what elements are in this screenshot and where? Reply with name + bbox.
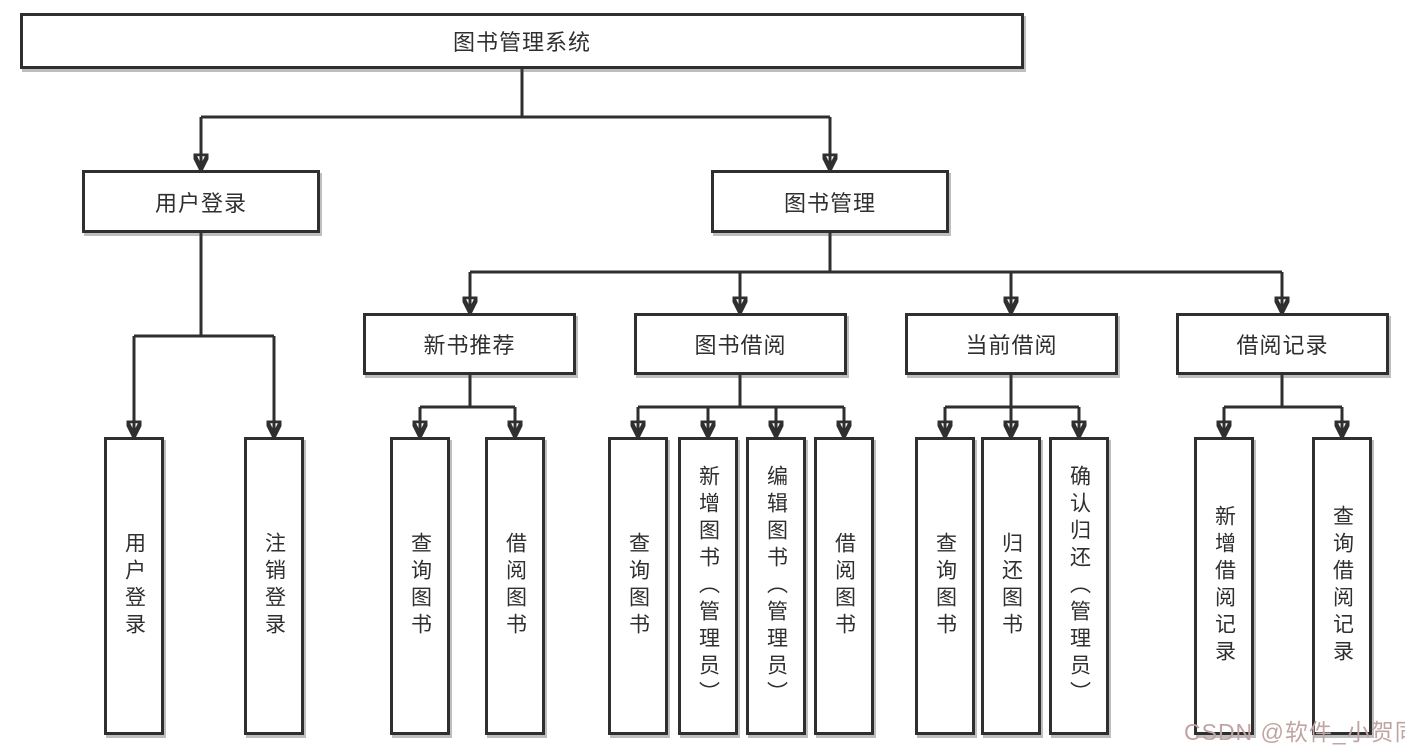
node-root: 图书管理系统 (20, 13, 1024, 69)
node-user-login: 用户登录 (82, 170, 320, 233)
leaf-current-return-books: 归还图书 (981, 437, 1041, 735)
leaf-borrow-borrow-books: 借阅图书 (814, 437, 874, 735)
node-book-management: 图书管理 (711, 170, 949, 233)
leaf-current-return-books-label: 归还图书 (999, 532, 1023, 640)
leaf-records-query-record: 查询借阅记录 (1312, 437, 1372, 735)
leaf-user-login: 用户登录 (104, 437, 164, 735)
node-borrow-records-label: 借阅记录 (1236, 333, 1329, 358)
node-book-borrow: 图书借阅 (634, 313, 847, 375)
csdn-watermark: CSDN @软件_小贺同学 (1184, 719, 1405, 745)
connector-new-book-recommend-to-leaves (420, 375, 515, 433)
leaf-logout-label: 注销登录 (262, 532, 286, 640)
leaf-recommend-query-books-label: 查询图书 (408, 532, 432, 640)
node-new-book-recommend: 新书推荐 (363, 313, 576, 375)
leaf-records-add-record: 新增借阅记录 (1194, 437, 1254, 735)
leaf-recommend-borrow-books-label: 借阅图书 (503, 532, 527, 640)
node-book-borrow-label: 图书借阅 (694, 333, 787, 358)
leaf-records-query-record-label: 查询借阅记录 (1330, 505, 1354, 667)
node-borrow-records: 借阅记录 (1176, 313, 1389, 375)
leaf-borrow-edit-books-admin-label: 编辑图书（管理员） (764, 464, 788, 708)
leaf-borrow-add-books-admin: 新增图书（管理员） (678, 437, 738, 735)
leaf-current-query-books: 查询图书 (915, 437, 975, 735)
connector-book-borrow-to-leaves (638, 375, 844, 433)
leaf-logout: 注销登录 (244, 437, 304, 735)
leaf-recommend-query-books: 查询图书 (390, 437, 450, 735)
leaf-borrow-query-books: 查询图书 (608, 437, 668, 735)
leaf-borrow-edit-books-admin: 编辑图书（管理员） (746, 437, 806, 735)
connector-root-to-level2 (201, 69, 830, 166)
leaf-records-add-record-label: 新增借阅记录 (1212, 505, 1236, 667)
node-new-book-recommend-label: 新书推荐 (423, 333, 516, 358)
leaf-borrow-query-books-label: 查询图书 (626, 532, 650, 640)
connector-user-login-to-leaves (134, 233, 274, 433)
leaf-current-query-books-label: 查询图书 (933, 532, 957, 640)
node-book-management-label: 图书管理 (783, 190, 876, 216)
node-root-label: 图书管理系统 (452, 30, 591, 55)
node-user-login-label: 用户登录 (154, 190, 247, 216)
connector-borrow-records-to-leaves (1224, 375, 1342, 433)
leaf-current-confirm-return-admin-label: 确认归还（管理员） (1067, 464, 1091, 708)
leaf-current-confirm-return-admin: 确认归还（管理员） (1049, 437, 1109, 735)
node-current-borrow: 当前借阅 (905, 313, 1118, 375)
connector-book-management-to-level3 (470, 233, 1282, 309)
leaf-user-login-label: 用户登录 (122, 532, 146, 640)
leaf-recommend-borrow-books: 借阅图书 (485, 437, 545, 735)
leaf-borrow-add-books-admin-label: 新增图书（管理员） (696, 464, 720, 708)
connector-current-borrow-to-leaves (945, 375, 1079, 433)
node-current-borrow-label: 当前借阅 (965, 333, 1058, 358)
leaf-borrow-borrow-books-label: 借阅图书 (832, 532, 856, 640)
